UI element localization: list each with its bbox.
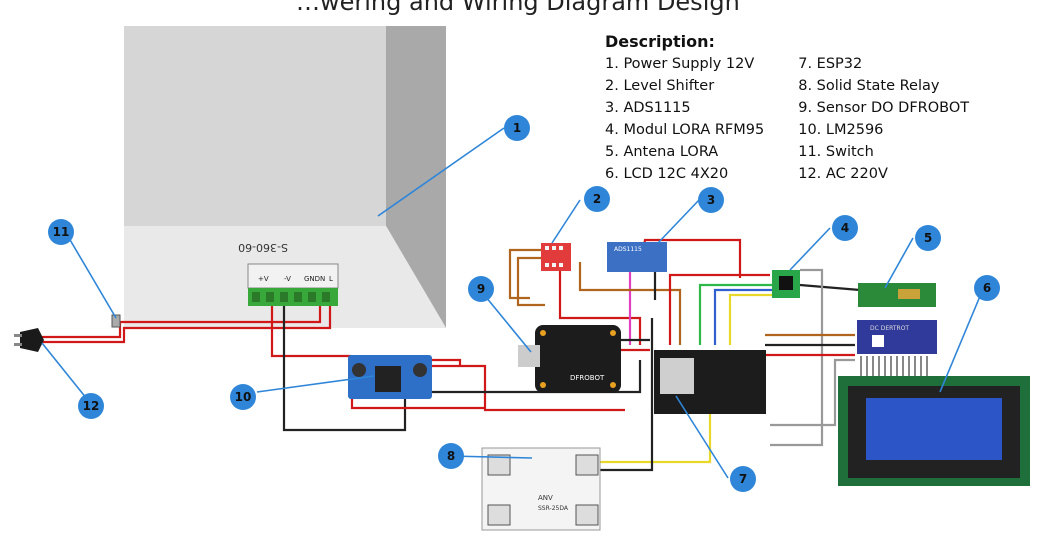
description-item: 2. Level Shifter	[605, 78, 715, 94]
lm2596-module	[348, 355, 432, 399]
wire-psu-vminus	[282, 306, 407, 432]
description-item: 10. LM2596	[798, 122, 884, 138]
power-supply: S-360-60 +V -V GND N L	[124, 26, 446, 328]
ac-plug	[14, 328, 44, 352]
wire-ac	[40, 306, 332, 344]
callout-text: 9	[477, 282, 485, 296]
description-title: Description:	[605, 32, 715, 51]
ads-label: ADS1115	[614, 246, 642, 253]
wire-brown	[578, 262, 682, 345]
callout-marker-11: 11	[48, 219, 74, 245]
lcd-backpack: DC DERTROT	[857, 320, 937, 354]
sensor-label: DFROBOT	[570, 374, 605, 382]
wire-buck-out	[350, 398, 485, 410]
wire-lora	[713, 288, 780, 345]
callout-text: 2	[593, 192, 601, 206]
psu-terminal-label: -V	[284, 275, 291, 283]
switch	[111, 314, 121, 328]
callout-marker-10: 10	[230, 384, 256, 410]
wire-pink	[620, 268, 632, 345]
wire-buck-out	[430, 364, 625, 412]
psu-terminal-label: GND	[304, 275, 320, 283]
description-item: 1. Power Supply 12V	[605, 56, 755, 72]
lcd-backpack-label: DC DERTROT	[870, 325, 909, 332]
cut-title-text: …wering and Wiring Diagram Design	[296, 0, 740, 16]
psu-terminal-label: L	[329, 275, 333, 283]
description-item: 9. Sensor DO DFROBOT	[798, 100, 970, 116]
ssr-model: SSR-25DA	[538, 505, 569, 512]
callout-text: 5	[924, 231, 932, 245]
wire-ads	[630, 266, 657, 300]
psu-terminal-label: +V	[258, 275, 269, 283]
description-right-column: 7. ESP32 8. Solid State Relay 9. Sensor …	[798, 53, 969, 185]
callout-marker-4: 4	[832, 215, 858, 241]
callout-text: 6	[983, 281, 991, 295]
callout-text: 11	[53, 225, 70, 239]
description-item: 8. Solid State Relay	[798, 78, 940, 94]
ssr-brand: ANV	[538, 494, 553, 502]
wire-lora	[698, 283, 775, 345]
description-item: 3. ADS1115	[605, 100, 691, 116]
cut-title: …wering and Wiring Diagram Design	[0, 0, 1044, 22]
callout-text: 3	[707, 193, 715, 207]
do-sensor: DFROBOT	[518, 325, 621, 393]
wire-lora-ant	[799, 283, 861, 292]
description-panel: Description: 1. Power Supply 12V 2. Leve…	[605, 32, 969, 185]
callout-marker-12: 12	[78, 393, 104, 419]
callout-marker-5: 5	[915, 225, 941, 251]
esp32-board	[654, 350, 766, 414]
callout-text: 12	[83, 399, 100, 413]
callout-marker-7: 7	[730, 466, 756, 492]
description-item: 4. Modul LORA RFM95	[605, 122, 765, 138]
leader-lines	[41, 127, 984, 479]
description-item: 12. AC 220V	[798, 166, 888, 182]
wire-lora	[728, 293, 790, 345]
wire-red	[558, 262, 642, 345]
callout-text: 1	[513, 121, 521, 135]
description-left-column: 1. Power Supply 12V 2. Level Shifter 3. …	[605, 53, 764, 185]
lora-antenna	[858, 283, 936, 307]
callout-marker-6: 6	[974, 275, 1000, 301]
wire-brown	[508, 248, 543, 300]
callout-text: 8	[447, 449, 455, 463]
wire-buck-gnd	[430, 360, 642, 394]
description-item: 7. ESP32	[798, 56, 863, 72]
description-item: 6. LCD 12C 4X20	[605, 166, 729, 182]
wire-lora	[770, 268, 824, 447]
lcd-4x20	[838, 356, 1030, 486]
wire-ssr-signal	[585, 405, 712, 464]
wire-lcd	[770, 358, 855, 427]
callout-text: 10	[235, 390, 252, 404]
solid-state-relay: ANV SSR-25DA	[481, 447, 601, 531]
wire-lora	[668, 273, 770, 345]
callout-marker-2: 2	[584, 186, 610, 212]
lora-module	[772, 270, 800, 298]
callout-marker-8: 8	[438, 443, 464, 469]
description-item: 5. Antena LORA	[605, 144, 719, 160]
wire-ssr-gnd	[585, 318, 654, 472]
callout-marker-9: 9	[468, 276, 494, 302]
wire-brown	[516, 256, 545, 307]
description-item: 11. Switch	[798, 144, 874, 160]
psu-terminal-label: N	[320, 275, 325, 283]
callout-text: 4	[841, 221, 849, 235]
callout-marker-3: 3	[698, 187, 724, 213]
level-shifter	[541, 243, 571, 271]
callout-markers: 1 2 3 4 5 6 7 8 9 10 11 12	[48, 115, 1000, 492]
callout-marker-1: 1	[504, 115, 530, 141]
callout-text: 7	[739, 472, 747, 486]
psu-model-label: S-360-60	[238, 241, 288, 254]
ads1115-module: ADS1115	[607, 242, 667, 272]
